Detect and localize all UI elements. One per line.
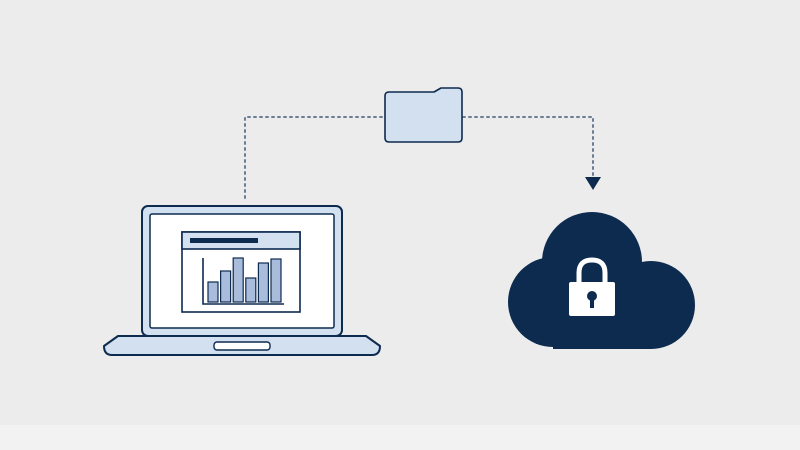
chart-window-title-line [190, 238, 258, 243]
connector-up-segment [244, 116, 387, 199]
keyhole [587, 291, 597, 301]
padlock-icon [569, 257, 615, 316]
folder-icon [384, 87, 463, 143]
bottom-band [0, 425, 800, 450]
chart-window [181, 231, 301, 313]
cloud-lock-icon [508, 212, 695, 349]
chart-bar [207, 281, 219, 303]
cloud-shape [508, 212, 695, 349]
chart-bar [245, 277, 257, 303]
chart-bar [257, 262, 269, 303]
connector-down-segment [462, 116, 594, 177]
laptop-trackpad-notch [213, 341, 271, 351]
arrowhead-down-icon [585, 177, 601, 190]
chart-bar [220, 270, 232, 303]
chart-bar [232, 257, 244, 303]
dotted-connector [244, 116, 594, 199]
chart-bars [207, 257, 282, 303]
chart-bar [270, 258, 282, 303]
laptop-with-chart-icon [103, 205, 381, 356]
chart-axis [202, 258, 284, 305]
